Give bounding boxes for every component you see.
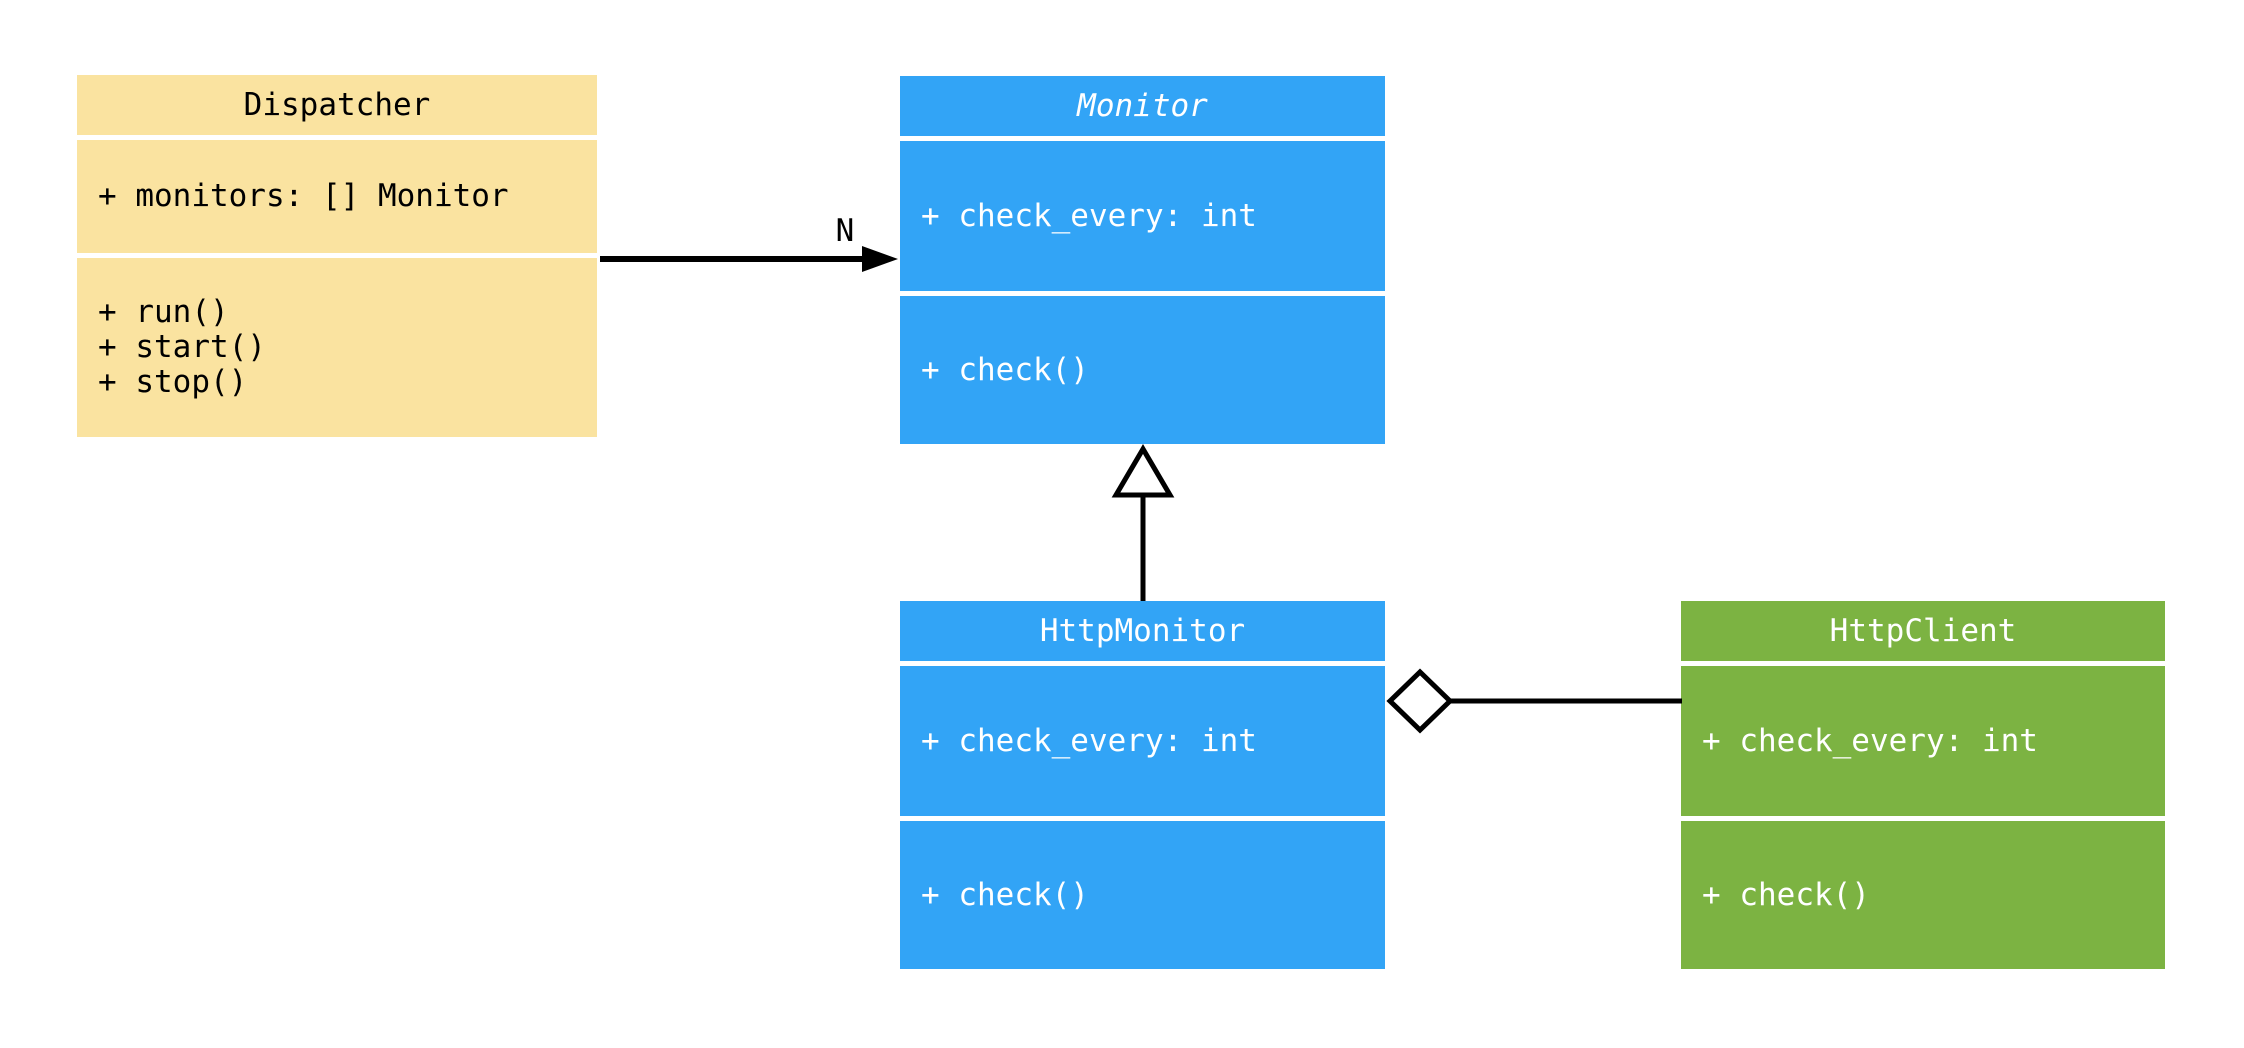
- class-method: + check(): [921, 351, 1089, 388]
- hollow-triangle-icon: [1111, 444, 1175, 498]
- aggregation-httpmonitor-httpclient: [1386, 668, 1682, 734]
- inheritance-httpmonitor-monitor: [1111, 444, 1175, 601]
- class-method: + check(): [921, 876, 1089, 913]
- class-methods-httpclient: + check(): [1681, 821, 2165, 969]
- class-title-httpmonitor: HttpMonitor: [900, 601, 1385, 661]
- class-method: + check(): [1702, 876, 1870, 913]
- hollow-diamond-icon: [1386, 668, 1454, 734]
- class-method: + start(): [98, 329, 266, 365]
- multiplicity-label: N: [836, 213, 855, 249]
- class-box-httpmonitor: HttpMonitor + check_every: int + check(): [900, 601, 1385, 969]
- class-methods-monitor: + check(): [900, 296, 1385, 444]
- class-attributes-monitor: + check_every: int: [900, 141, 1385, 291]
- association-dispatcher-monitor: N: [600, 213, 898, 272]
- class-method: + run(): [98, 294, 229, 330]
- class-attribute: + monitors: [] Monitor: [98, 178, 509, 214]
- class-attributes-httpmonitor: + check_every: int: [900, 666, 1385, 816]
- class-title-dispatcher: Dispatcher: [77, 75, 597, 135]
- filled-arrowhead-icon: [862, 246, 898, 272]
- class-title-monitor: Monitor: [900, 76, 1385, 136]
- class-attribute: + check_every: int: [921, 722, 1257, 759]
- class-methods-httpmonitor: + check(): [900, 821, 1385, 969]
- class-method: + stop(): [98, 364, 248, 400]
- class-box-httpclient: HttpClient + check_every: int + check(): [1681, 601, 2165, 969]
- class-attributes-httpclient: + check_every: int: [1681, 666, 2165, 816]
- class-methods-dispatcher: + run() + start() + stop(): [77, 258, 597, 437]
- class-attribute: + check_every: int: [1702, 722, 2038, 759]
- class-title-httpclient: HttpClient: [1681, 601, 2165, 661]
- class-attributes-dispatcher: + monitors: [] Monitor: [77, 140, 597, 253]
- class-box-dispatcher: Dispatcher + monitors: [] Monitor + run(…: [77, 75, 597, 437]
- class-box-monitor: Monitor + check_every: int + check(): [900, 76, 1385, 444]
- class-attribute: + check_every: int: [921, 197, 1257, 234]
